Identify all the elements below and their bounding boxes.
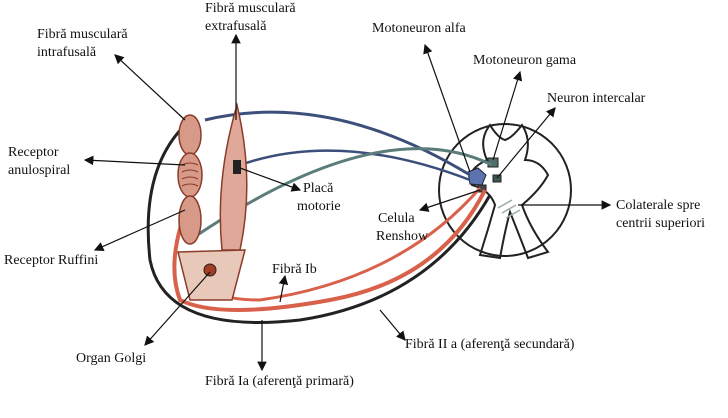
label-extrafusal-2: extrafusală: [205, 19, 267, 34]
alpha-motoneuron: [467, 167, 487, 186]
interneuron: [492, 174, 502, 183]
label-colaterale-1: Colaterale spre: [616, 198, 700, 213]
label-intrafusal-2: intrafusală: [37, 45, 97, 60]
label-intrafusal-1: Fibră musculară: [37, 27, 128, 42]
alpha-efferent-fiber-2: [239, 149, 471, 182]
fiber-ia-path: [172, 189, 487, 312]
intrafusal-fiber: [177, 114, 203, 245]
label-placa-motorie-1: Placă: [303, 181, 334, 196]
motor-end-plate: [233, 160, 241, 174]
spinal-cord-cross-section: [438, 123, 572, 260]
label-receptor-anulospiral-2: anulospiral: [8, 163, 70, 178]
label-motoneuron-alfa: Motoneuron alfa: [372, 21, 466, 36]
label-neuron-intercalar: Neuron intercalar: [547, 91, 646, 106]
label-fibra-iia: Fibră II a (aferenţă secundară): [405, 337, 575, 352]
label-celula-renshow-1: Celula: [378, 211, 415, 226]
fiber-ib-path: [207, 187, 482, 302]
label-celula-renshow-2: Renshow: [376, 229, 429, 244]
label-receptor-anulospiral-1: Receptor: [8, 145, 59, 160]
label-placa-motorie-2: motorie: [297, 199, 341, 214]
label-fibra-ia: Fibră Ia (aferenţă primară): [205, 374, 354, 389]
fiber-iia-path: [146, 123, 492, 324]
label-receptor-ruffini: Receptor Ruffini: [4, 253, 98, 268]
label-motoneuron-gama: Motoneuron gama: [473, 53, 577, 68]
label-colaterale-2: centrii superiori: [616, 216, 705, 231]
golgi-receptor: [203, 263, 217, 277]
label-fibra-ib: Fibră Ib: [272, 262, 317, 277]
label-extrafusal-1: Fibră musculară: [205, 1, 296, 16]
label-organ-golgi: Organ Golgi: [76, 351, 146, 366]
extrafusal-fiber: [219, 102, 248, 251]
collateral-fibers: [497, 199, 521, 219]
